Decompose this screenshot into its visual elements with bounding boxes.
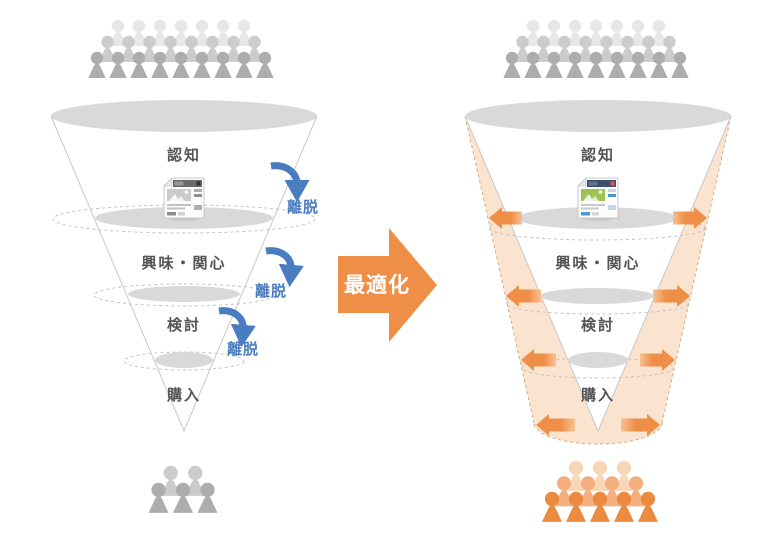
right-funnel: 認知 興味・関心 検討 購入 <box>464 19 732 522</box>
dropout-label-2: 離脱 <box>255 282 287 300</box>
dropout-label-1: 離脱 <box>287 198 319 216</box>
optimize-arrow-shape <box>338 228 437 342</box>
left-funnel: 認知 興味・関心 検討 購入 離脱 離脱 離脱 <box>50 19 319 513</box>
webpage-icon-color <box>577 177 619 221</box>
right-cup-walls <box>464 115 732 424</box>
left-funnel-top-opening <box>51 100 317 132</box>
right-inner-cone <box>465 116 731 431</box>
expansion-arrows <box>489 207 707 436</box>
right-dashed-level-1 <box>488 215 706 241</box>
right-funnel-top-opening <box>465 100 731 132</box>
left-stage-awareness: 認知 <box>167 146 201 164</box>
left-dashed-level-3 <box>123 351 245 371</box>
right-level-3-ellipse <box>568 352 628 368</box>
audience-people-top-left <box>88 19 274 78</box>
left-cone-sides <box>50 115 318 432</box>
right-stage-purchase: 購入 <box>580 386 615 404</box>
left-level-2-ellipse <box>128 286 240 302</box>
left-level-3-ellipse <box>155 352 213 368</box>
right-cone-sides <box>464 115 732 432</box>
converted-people-bottom-right <box>541 460 659 522</box>
left-stage-purchase: 購入 <box>166 386 201 404</box>
left-dashed-level-1 <box>52 204 316 234</box>
optimize-arrow: 最適化 <box>338 228 437 342</box>
dropout-arrow-2 <box>265 247 304 288</box>
right-dashed-level-3 <box>521 357 675 379</box>
optimize-arrow-label: 最適化 <box>344 273 410 297</box>
audience-people-top-right <box>503 19 689 78</box>
right-stage-consideration: 検討 <box>581 316 615 334</box>
dropout-label-3: 離脱 <box>227 340 259 358</box>
left-dashed-level-2 <box>93 283 275 307</box>
right-stage-awareness: 認知 <box>581 146 615 164</box>
left-stage-consideration: 検討 <box>167 316 201 334</box>
left-stage-interest: 興味・関心 <box>141 254 226 272</box>
converted-people-bottom-left <box>148 465 218 513</box>
dropout-arrow-3 <box>218 307 256 348</box>
dropout-arrow-1 <box>270 162 310 203</box>
webpage-icon-grayscale <box>163 177 205 221</box>
right-level-2-ellipse <box>540 288 654 304</box>
right-stage-interest: 興味・関心 <box>555 254 640 272</box>
